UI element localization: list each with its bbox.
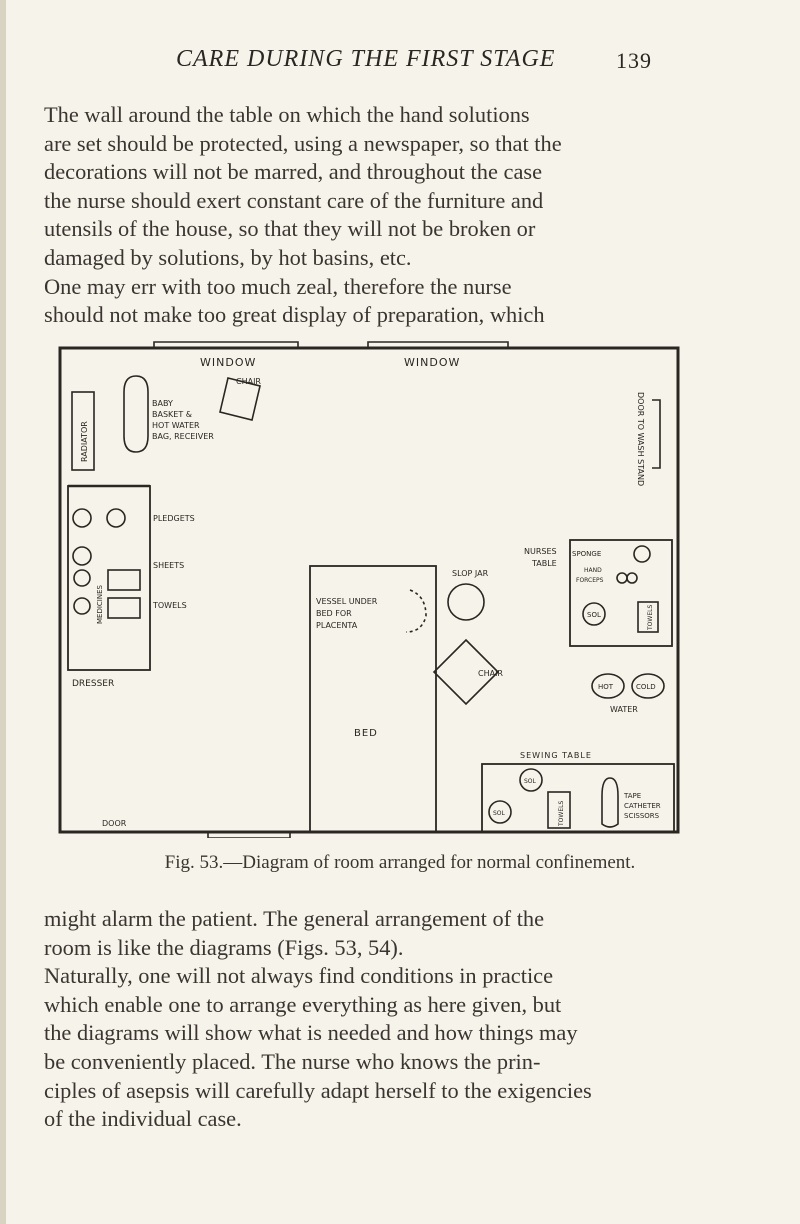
pledget-box — [107, 569, 141, 591]
baby-basket-label: HOT WATER — [152, 421, 200, 430]
towels-box — [547, 791, 571, 829]
vessel-dashed-shape — [405, 589, 427, 633]
text-line: be conveniently placed. The nurse who kn… — [44, 1048, 541, 1074]
nurses-table-label: NURSES — [524, 547, 557, 556]
vessel-label: PLACENTA — [316, 621, 358, 630]
sol-label: SOL — [493, 810, 506, 817]
window-right-label: WINDOW — [404, 356, 460, 369]
towels-small-label: TOWELS — [558, 801, 565, 827]
radiator-box — [71, 391, 95, 471]
tape-label: TAPE — [623, 792, 641, 800]
figure-caption: Fig. 53.—Diagram of room arranged for no… — [164, 852, 636, 873]
sponge-circle — [633, 545, 651, 563]
text-line: the nurse should exert constant care of … — [44, 187, 544, 213]
nurses-table-label: TABLE — [531, 559, 557, 568]
slop-jar-label: SLOP JAR — [452, 569, 489, 578]
slop-jar-circle — [447, 583, 485, 621]
hand-label: HAND — [584, 567, 602, 574]
text-line: should not make too great display of pre… — [44, 302, 545, 328]
washstand-door-shape — [652, 399, 661, 469]
bottle-icon — [73, 569, 91, 587]
text-line: Naturally, one will not always find cond… — [44, 963, 554, 989]
towels-small-label: TOWELS — [647, 605, 654, 631]
text-line: utensils of the house, so that they will… — [44, 216, 536, 242]
bottle-icon — [73, 597, 91, 615]
text-line: damaged by solutions, by hot basins, etc… — [44, 244, 412, 270]
text-line: the diagrams will show what is needed an… — [44, 1020, 578, 1046]
baby-basket-label: BASKET & — [152, 410, 192, 419]
sol-label: SOL — [524, 778, 537, 785]
bed-label: BED — [354, 728, 378, 739]
forceps-label: FORCEPS — [576, 577, 604, 584]
medicines-label: MEDICINES — [96, 584, 104, 624]
room-diagram: WINDOW WINDOW RADIATOR CHAIR BABY BASKET… — [54, 340, 684, 838]
page-number: 139 — [616, 48, 652, 73]
cold-label: COLD — [636, 683, 656, 691]
radiator-label: RADIATOR — [80, 421, 89, 462]
door-label: DOOR — [102, 819, 127, 828]
paragraph-top: The wall around the table on which the h… — [44, 101, 704, 330]
text-line: might alarm the patient. The general arr… — [44, 906, 545, 931]
hot-label: HOT — [598, 683, 614, 691]
sewing-table-label: SEWING TABLE — [520, 751, 592, 760]
sol-circle — [582, 602, 606, 626]
washstand-door-label: DOOR TO WASH STAND — [636, 392, 645, 486]
running-title: CARE DURING THE FIRST STAGE — [176, 46, 556, 72]
sponge-label: SPONGE — [572, 550, 601, 558]
chair-right-label: CHAIR — [478, 669, 503, 678]
paragraph-bottom: might alarm the patient. The general arr… — [44, 905, 704, 1134]
chair-top-label: CHAIR — [236, 377, 261, 386]
bed-box — [309, 565, 437, 833]
pledget-box — [107, 597, 141, 619]
vessel-label: BED FOR — [316, 609, 352, 618]
baby-basket-label: BAG, RECEIVER — [152, 432, 214, 441]
text-line: ciples of asepsis will carefully adapt h… — [44, 1077, 592, 1103]
baby-basket-label: BABY — [152, 399, 173, 408]
text-line: of the individual case. — [44, 1106, 242, 1132]
sol-label: SOL — [587, 611, 601, 619]
dresser-label: DRESSER — [72, 679, 114, 689]
text-line: decorations will not be marred, and thro… — [44, 159, 543, 185]
vessel-label: VESSEL UNDER — [316, 597, 378, 606]
scissors-label: SCISSORS — [624, 812, 660, 820]
baby-basket-shape — [123, 375, 149, 453]
bottle-icon — [72, 546, 92, 566]
catheter-label: CATHETER — [624, 802, 661, 810]
pledgets-label: PLEDGETS — [153, 514, 195, 523]
cold-water-basin — [631, 673, 665, 699]
door-shape — [207, 832, 291, 838]
forceps-ring-icon — [626, 572, 638, 584]
room-diagram-svg: WINDOW WINDOW RADIATOR CHAIR BABY BASKET… — [58, 341, 680, 838]
nurses-table-box — [569, 539, 673, 647]
text-line: One may err with too much zeal, therefor… — [44, 273, 512, 299]
towels-box — [637, 601, 659, 633]
window-left-shape — [153, 341, 299, 348]
towels-label: TOWELS — [152, 601, 187, 610]
chair-top-shape — [219, 377, 261, 421]
hot-water-basin — [591, 673, 625, 699]
page-edge — [0, 0, 6, 1224]
catheter-jar-shape — [601, 777, 619, 828]
text-line: are set should be protected, using a new… — [44, 130, 562, 156]
sol-circle — [519, 768, 543, 792]
window-left-label: WINDOW — [200, 356, 256, 369]
text-line: The wall around the table on which the h… — [44, 102, 530, 127]
sheets-label: SHEETS — [153, 561, 184, 570]
bottle-icon — [72, 508, 92, 528]
sewing-table-box — [481, 763, 675, 833]
bottle-icon — [106, 508, 126, 528]
text-line: which enable one to arrange everything a… — [44, 991, 562, 1017]
window-right-shape — [367, 341, 509, 348]
chair-right-shape — [432, 638, 500, 706]
water-label: WATER — [610, 705, 638, 714]
sol-circle — [488, 800, 512, 824]
forceps-ring-icon — [616, 572, 628, 584]
page-header: CARE DURING THE FIRST STAGE 139 — [0, 46, 800, 86]
text-line: room is like the diagrams (Figs. 53, 54)… — [44, 934, 404, 960]
